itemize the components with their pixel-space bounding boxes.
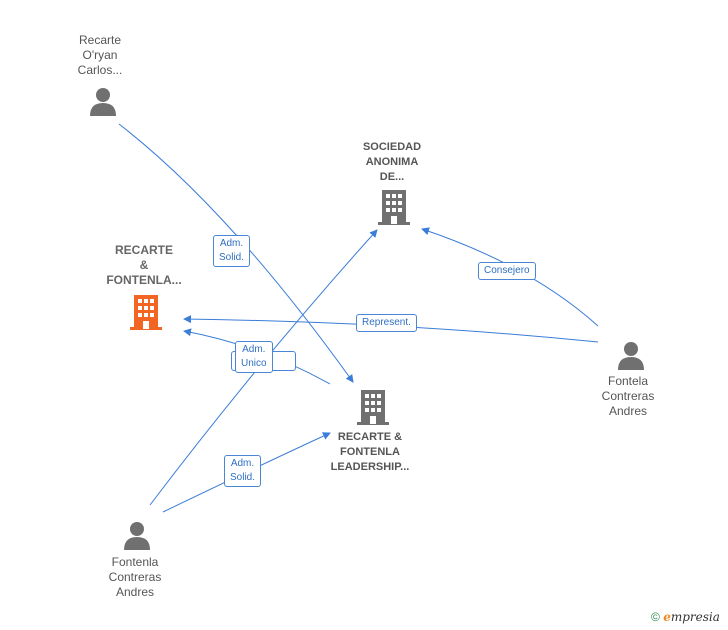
person-right-icon[interactable] bbox=[616, 340, 646, 370]
company-sociedad-line1: SOCIEDAD bbox=[362, 141, 422, 153]
company-leadership-label: RECARTE & FONTENLA LEADERSHIP... bbox=[315, 430, 425, 475]
company-main-line2: & bbox=[139, 258, 149, 272]
edge-label-represent-text: Represent. bbox=[362, 317, 411, 328]
person-bottom-label: Fontenla Contreras Andres bbox=[85, 555, 185, 600]
company-sociedad-icon[interactable] bbox=[378, 190, 410, 226]
empresia-logo[interactable]: empresia bbox=[663, 610, 720, 624]
edge-label-adm-unico-line2: Unico bbox=[241, 358, 267, 369]
company-sociedad-line3: DE... bbox=[379, 171, 405, 183]
person-top-icon[interactable] bbox=[88, 86, 118, 116]
person-top-line3: Carlos... bbox=[77, 63, 123, 77]
edge-label-adm-unico-line1: Adm. bbox=[242, 344, 266, 355]
company-sociedad-line2: ANONIMA bbox=[365, 156, 419, 168]
edge-label-adm-solid-top-line1: Adm. bbox=[219, 238, 244, 249]
person-right-line3: Andres bbox=[608, 404, 648, 418]
edge-label-adm-solid-bottom-line2: Solid. bbox=[230, 472, 256, 483]
edge-label-adm-solid-bottom-line1: Adm. bbox=[230, 458, 255, 469]
person-top-line2: O'ryan bbox=[82, 48, 118, 62]
person-right-line1: Fontela bbox=[607, 374, 649, 388]
person-right-label: Fontela Contreras Andres bbox=[578, 374, 678, 419]
edge-label-consejero-text: Consejero bbox=[484, 265, 530, 276]
company-leadership-line2: FONTENLA bbox=[340, 446, 400, 458]
edge-label-adm-solid-bottom[interactable]: Adm. Solid. bbox=[224, 455, 262, 487]
person-top-label: Recarte O'ryan Carlos... bbox=[50, 33, 150, 78]
empresia-logo-rest: mpresia bbox=[670, 610, 720, 624]
empresia-logo-e: e bbox=[663, 610, 671, 624]
person-bottom-line2: Contreras bbox=[108, 570, 162, 584]
person-bottom-line3: Andres bbox=[115, 585, 155, 599]
edge-top-person-to-leadership bbox=[118, 123, 354, 383]
person-bottom-icon[interactable] bbox=[122, 520, 152, 550]
edge-label-represent[interactable]: Represent. bbox=[356, 314, 417, 332]
company-main-label: RECARTE & FONTENLA... bbox=[94, 243, 194, 288]
edge-label-consejero[interactable]: Consejero bbox=[478, 262, 536, 280]
company-main-icon[interactable] bbox=[130, 295, 162, 331]
edge-label-adm-solid-top-line2: Solid. bbox=[219, 252, 245, 263]
company-main-line3: FONTENLA... bbox=[106, 273, 182, 287]
copyright-icon: © bbox=[651, 610, 660, 624]
company-leadership-line3: LEADERSHIP... bbox=[330, 461, 410, 473]
company-leadership-line1: RECARTE & bbox=[337, 431, 403, 443]
person-right-line2: Contreras bbox=[601, 389, 655, 403]
person-bottom-line1: Fontenla bbox=[111, 555, 159, 569]
company-leadership-icon[interactable] bbox=[357, 390, 389, 426]
edge-label-adm-solid-top[interactable]: Adm. Solid. bbox=[213, 235, 251, 267]
person-top-line1: Recarte bbox=[78, 33, 122, 47]
footer-branding: © empresia bbox=[651, 610, 720, 624]
edge-label-adm-unico[interactable]: Adm. Unico bbox=[235, 341, 273, 373]
company-main-line1: RECARTE bbox=[114, 243, 173, 257]
company-sociedad-label: SOCIEDAD ANONIMA DE... bbox=[342, 140, 442, 185]
